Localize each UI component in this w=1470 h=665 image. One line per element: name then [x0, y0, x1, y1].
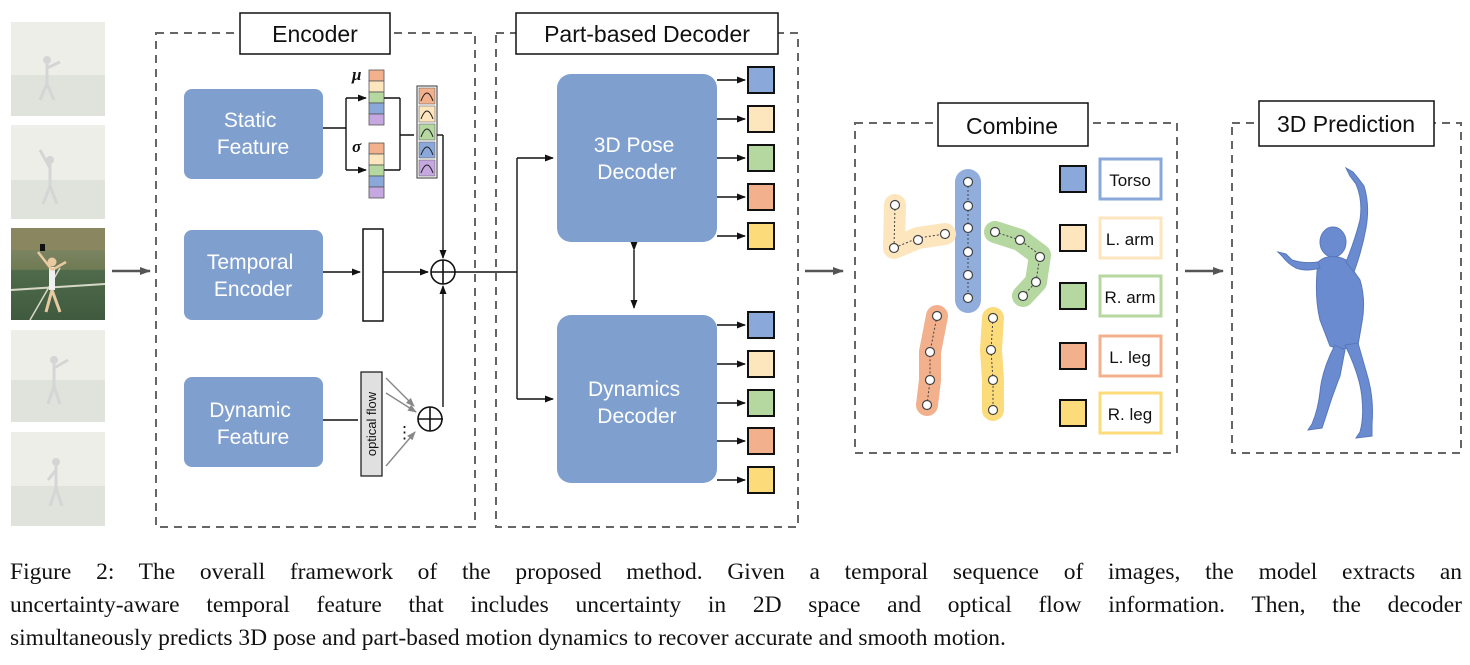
encoder-title: Encoder — [272, 21, 358, 47]
frame-1 — [11, 22, 105, 116]
prediction-section: 3D Prediction — [1231, 100, 1462, 454]
sigma-vector — [368, 142, 385, 199]
decoder-section: Part-based Decoder 3D Pose Decoder Dynam… — [495, 12, 799, 528]
l-leg-label: L. leg — [1109, 348, 1151, 367]
dynamics-decoder-label: Dynamics Decoder — [588, 378, 686, 428]
dynamic-feature-block — [184, 377, 323, 467]
temporal-encoder-block — [184, 230, 323, 320]
caption-line-2: uncertainty-aware temporal feature that … — [10, 592, 1462, 618]
frame-5 — [11, 432, 105, 526]
r-arm-swatch — [1059, 282, 1087, 310]
r-leg-label-box — [1098, 391, 1163, 435]
pose-outputs — [717, 66, 775, 250]
l-arm-label-box — [1098, 216, 1163, 260]
skeleton-joints — [888, 176, 1046, 416]
pose-decoder-block — [557, 74, 717, 242]
l-arm-label: L. arm — [1106, 230, 1154, 249]
r-leg-swatch — [1059, 399, 1087, 427]
temporal-feature-vector — [362, 228, 384, 322]
sum-node-top — [430, 259, 456, 285]
static-feature-block — [184, 89, 323, 179]
sum-node-bottom — [417, 406, 443, 432]
l-leg-part — [916, 305, 948, 416]
torso-label: Torso — [1109, 171, 1151, 190]
pose-decoder-label: 3D Pose Decoder — [594, 134, 680, 184]
static-feature-label: Static Feature — [217, 109, 289, 159]
figure-caption: Figure 2: The overall framework of the p… — [10, 556, 1462, 655]
frame-2 — [11, 125, 105, 219]
torso-label-box — [1098, 157, 1163, 201]
combine-title: Combine — [966, 113, 1058, 139]
l-leg-label-box — [1098, 334, 1163, 378]
dynamics-decoder-block — [557, 315, 717, 483]
human-mesh — [1276, 166, 1373, 439]
torso-swatch — [1059, 165, 1087, 193]
distribution-vector — [416, 85, 438, 179]
l-leg-swatch — [1059, 342, 1087, 370]
r-arm-label: R. arm — [1105, 288, 1156, 307]
l-arm-part — [883, 194, 956, 259]
optical-flow-box — [360, 371, 383, 477]
input-frames — [10, 22, 106, 526]
r-arm-label-box — [1098, 274, 1163, 318]
optical-flow-label: optical flow — [364, 391, 379, 456]
decoder-title: Part-based Decoder — [544, 21, 750, 47]
temporal-encoder-label: Temporal Encoder — [207, 251, 299, 301]
framework-diagram: Encoder Static Feature Temporal Encoder … — [10, 12, 1462, 528]
r-leg-part — [980, 307, 1004, 421]
mu-symbol: μ — [351, 65, 361, 84]
frame-3-current — [10, 228, 106, 321]
combine-section: Combine — [854, 102, 1178, 454]
r-leg-label: R. leg — [1108, 405, 1152, 424]
prediction-title: 3D Prediction — [1277, 111, 1415, 137]
dynamic-feature-label: Dynamic Feature — [209, 399, 297, 449]
sigma-symbol: σ — [352, 137, 362, 156]
combine-legend: Torso L. arm R. arm L. leg R. leg — [1059, 157, 1163, 435]
optical-flow-dots: ⋮ — [396, 423, 413, 442]
frame-4 — [11, 330, 105, 422]
caption-line-1: Figure 2: The overall framework of the p… — [10, 559, 1462, 585]
mu-vector — [368, 69, 385, 126]
encoder-section: Encoder Static Feature Temporal Encoder … — [155, 12, 476, 528]
dynamics-outputs — [717, 311, 775, 494]
caption-line-3: simultaneously predicts 3D pose and part… — [10, 625, 1006, 651]
l-arm-swatch — [1059, 224, 1087, 252]
